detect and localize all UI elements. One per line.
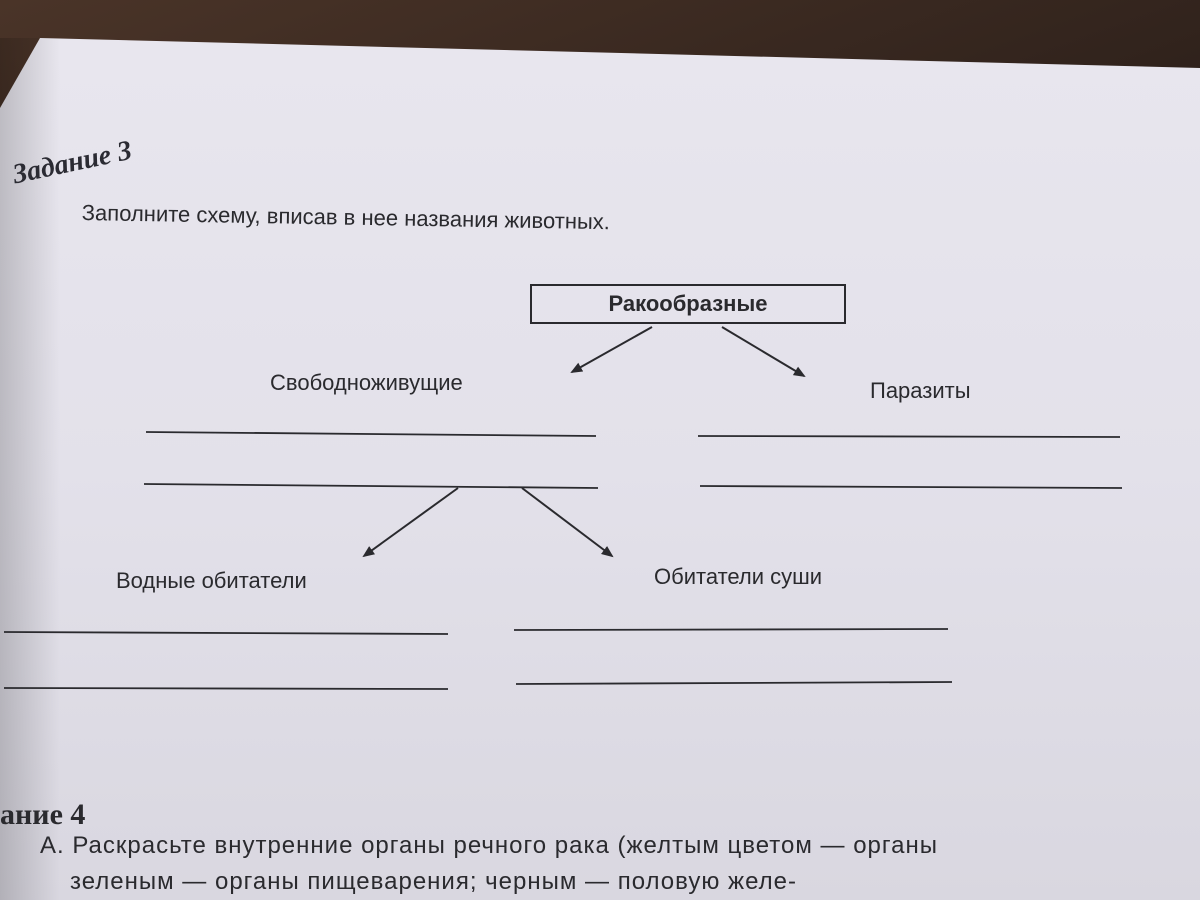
next-task-heading: ание 4 [0, 798, 86, 831]
arrow-to-free-living [570, 326, 653, 373]
scheme-root-label: Ракообразные [608, 291, 768, 316]
scheme-root-box: Ракообразные [530, 284, 846, 324]
branch-free-living-label: Свободноживущие [270, 370, 463, 395]
answer-line-free-2 [143, 483, 599, 489]
answer-line-parasites-1 [697, 435, 1121, 438]
branch-land-label: Обитатели суши [654, 564, 823, 589]
page-shadow [0, 38, 60, 900]
arrow-to-aquatic [362, 487, 459, 558]
branch-parasites-label: Паразиты [870, 378, 971, 403]
arrow-to-land [521, 487, 614, 558]
arrow-to-parasites [721, 326, 806, 378]
answer-line-land-1 [513, 628, 949, 631]
answer-line-aquatic-2 [3, 687, 449, 690]
answer-line-parasites-2 [699, 485, 1123, 489]
workbook-page [0, 38, 1200, 900]
next-task-line-2: зеленым — органы пищеварения; черным — п… [70, 868, 797, 895]
branch-aquatic-label: Водные обитатели [116, 568, 307, 593]
next-task-line-1: А. Раскрасьте внутренние органы речного … [40, 832, 938, 859]
answer-line-aquatic-1 [3, 631, 449, 635]
answer-line-land-2 [515, 681, 953, 685]
answer-line-free-1 [145, 431, 597, 437]
